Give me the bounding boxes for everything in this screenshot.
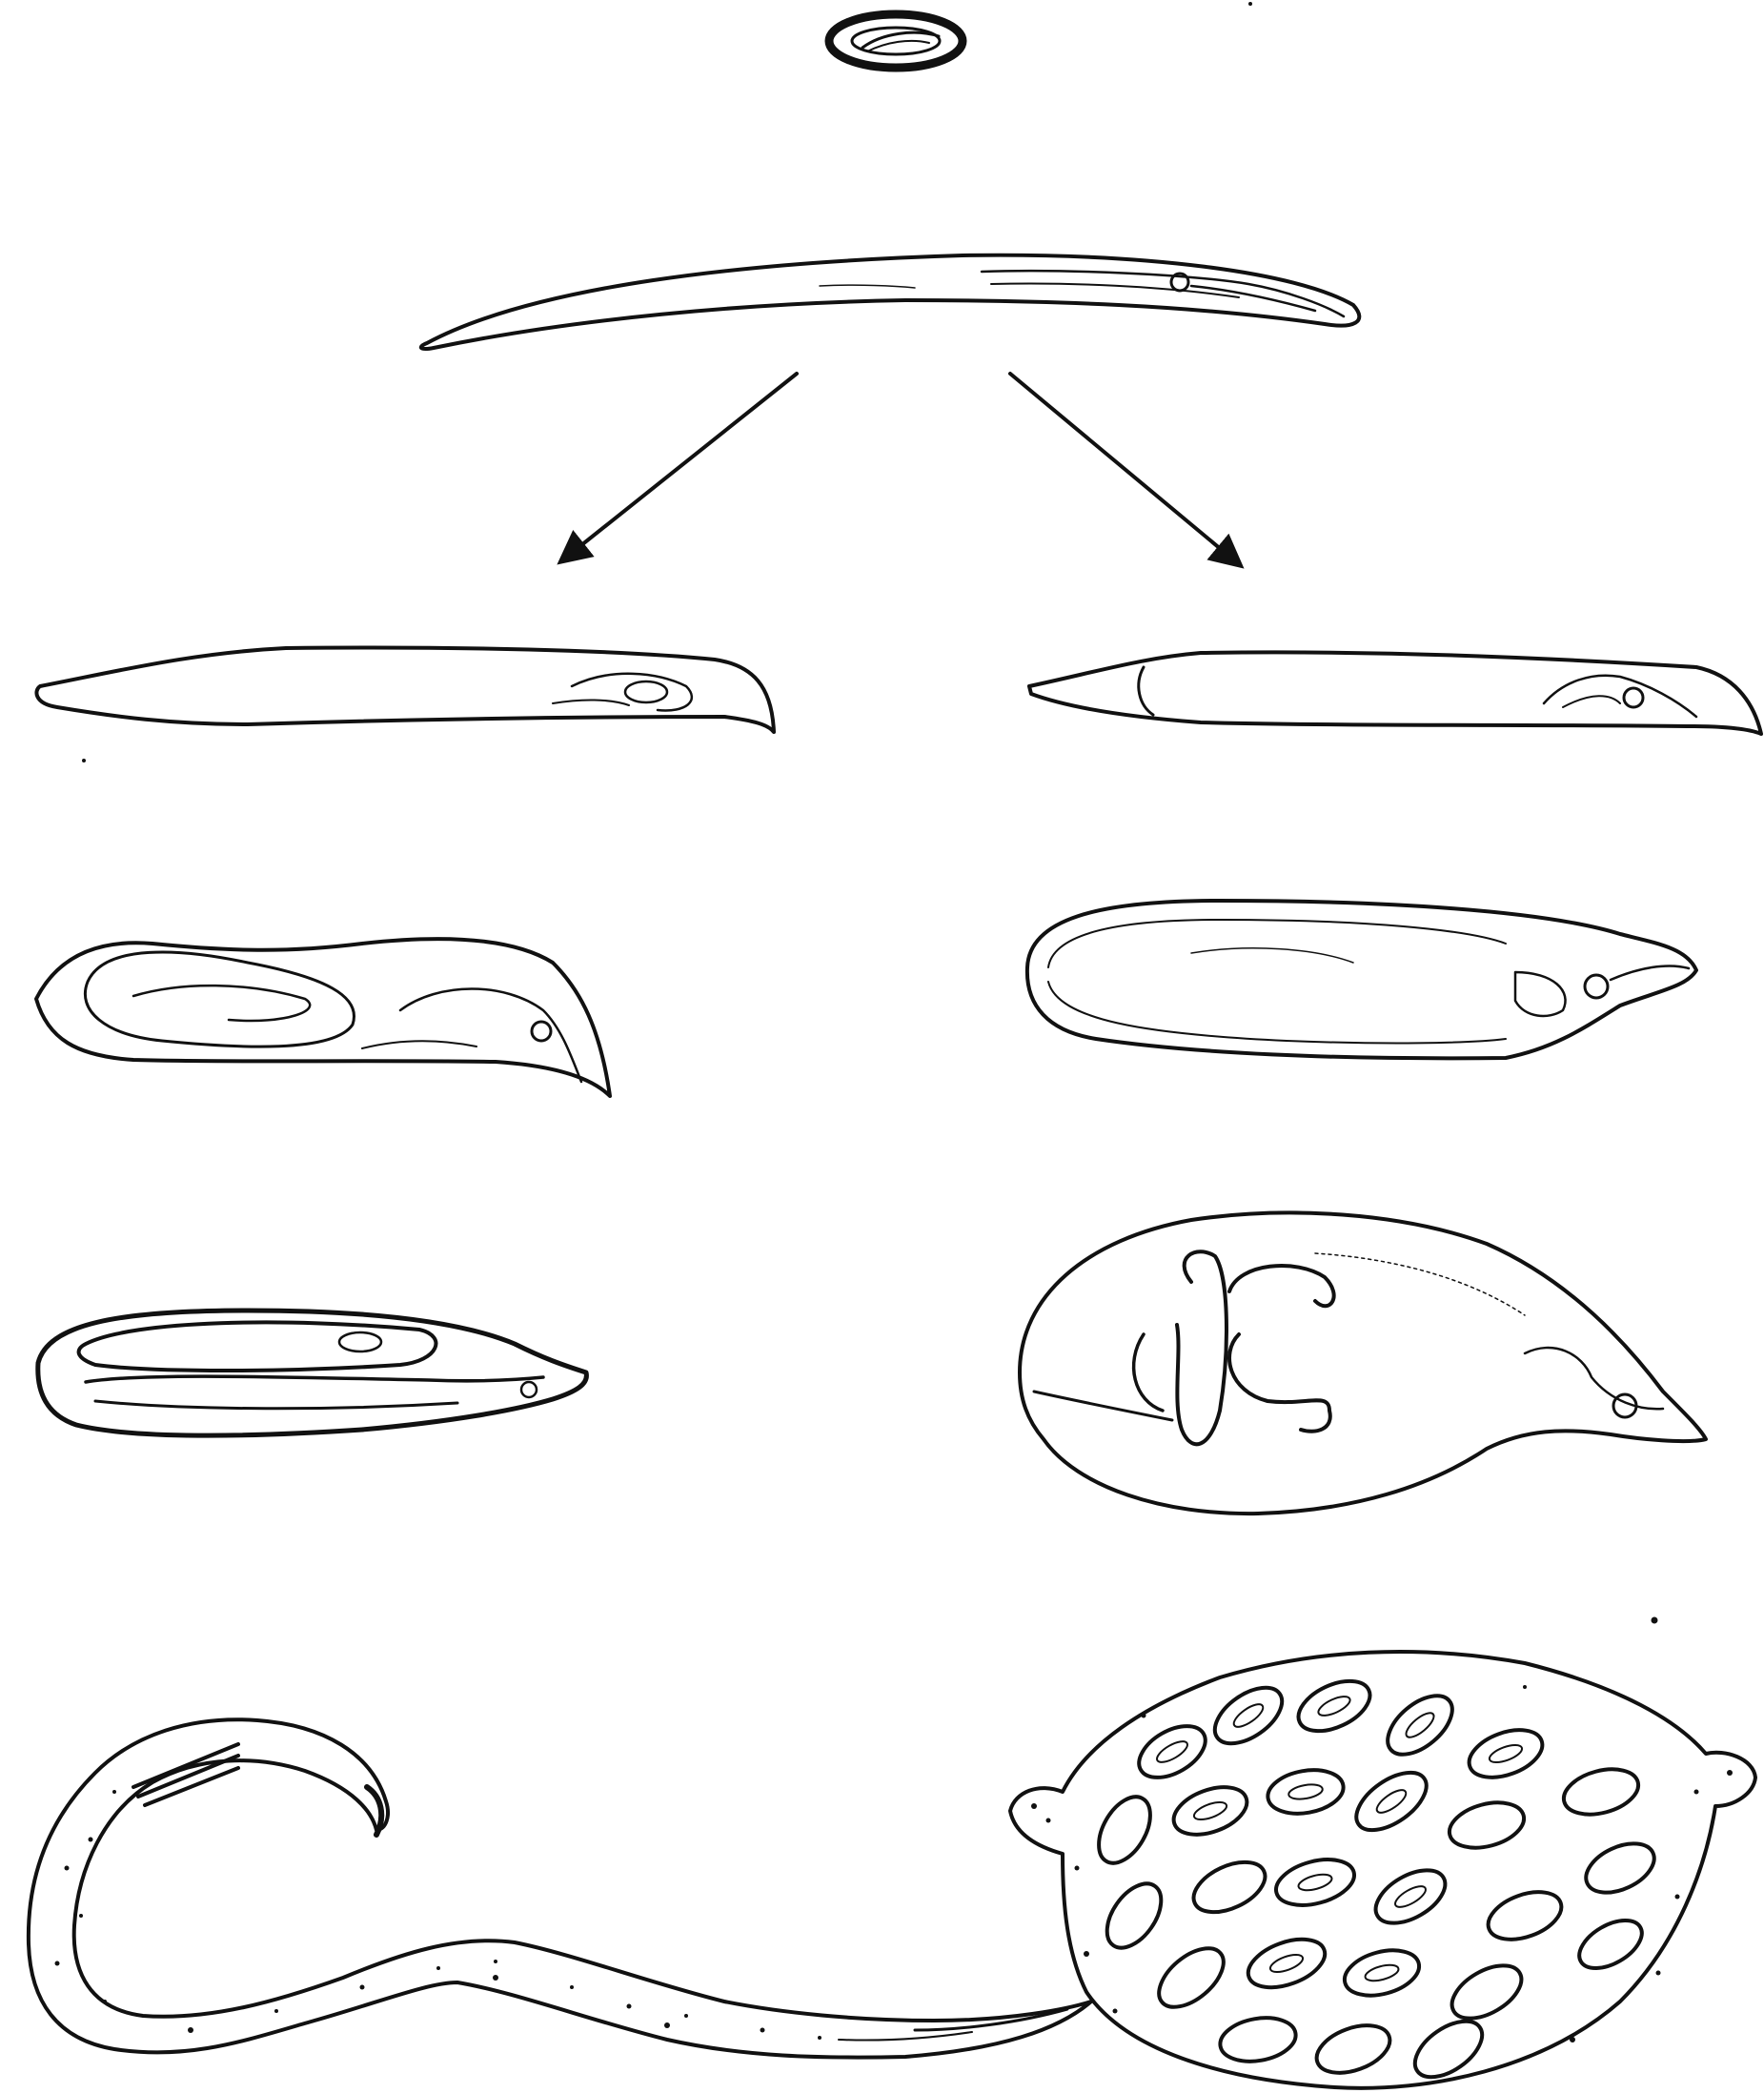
branch-arrows (562, 374, 1239, 564)
male-stage-1-drawing (36, 648, 774, 733)
egg-drawing (829, 14, 963, 68)
arrow-to-male-branch (562, 374, 797, 560)
adult-male-drawing (29, 1719, 1091, 2057)
female-stage-2-drawing (1027, 901, 1696, 1058)
arrow-to-female-branch (1010, 374, 1239, 564)
male-stage-2-drawing (36, 939, 610, 1096)
gravid-female-drawing (1010, 1652, 1755, 2088)
female-stage-1-drawing (1029, 652, 1761, 734)
larva-drawing (421, 255, 1359, 349)
female-stage-3-drawing (1020, 1212, 1706, 1514)
male-stage-3-drawing (38, 1311, 587, 1435)
